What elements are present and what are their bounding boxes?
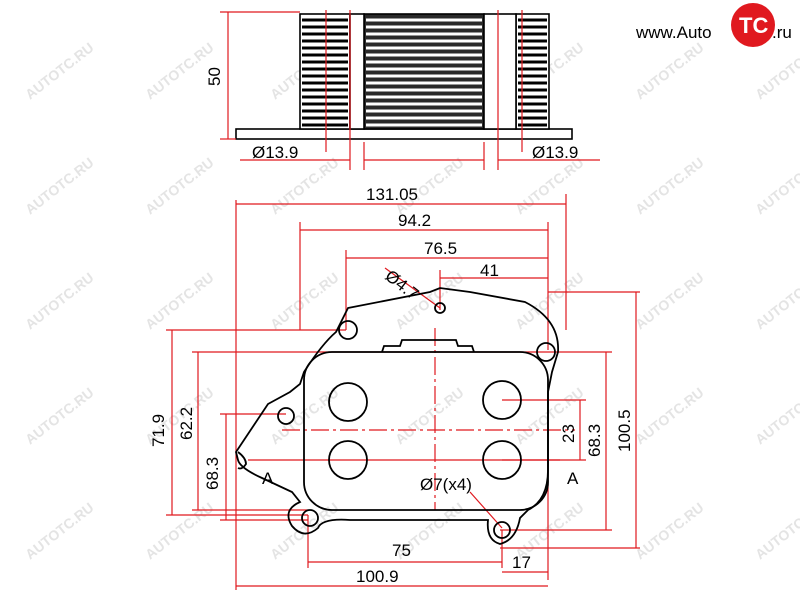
section-label-right: A — [567, 469, 579, 488]
fin-gap-left — [349, 13, 365, 130]
dim-height: 50 — [205, 67, 224, 86]
top-view-dimensions — [166, 194, 640, 590]
dim-bolt-holes: Ø7(x4) — [420, 475, 472, 494]
site-logo: www.Auto TC .ru — [635, 3, 792, 47]
watermark: AUTOTC.RU — [632, 39, 707, 102]
dim-port-left: Ø13.9 — [252, 143, 298, 162]
logo-badge-icon — [731, 3, 775, 47]
port-opening-icon — [482, 380, 522, 420]
watermark: AUTOTC.RU — [752, 499, 800, 562]
watermark: AUTOTC.RU — [142, 269, 217, 332]
watermark: AUTOTC.RU — [752, 269, 800, 332]
watermark: AUTOTC.RU — [632, 269, 707, 332]
dim-left-71: 71.9 — [149, 414, 168, 447]
logo-prefix: www.Auto — [635, 23, 712, 42]
dim-right-100: 100.5 — [615, 409, 634, 452]
port-opening-icon — [328, 382, 368, 422]
dim-width-94: 94.2 — [398, 211, 431, 230]
dim-left-62: 62.2 — [177, 407, 196, 440]
logo-badge: TC — [739, 13, 768, 38]
cooler-top-view — [235, 287, 559, 545]
logo-suffix: .ru — [772, 23, 792, 42]
watermark: AUTOTC.RU — [392, 384, 467, 447]
dim-right-68: 68.3 — [585, 424, 604, 457]
dim-width-76: 76.5 — [424, 239, 457, 258]
body-outline — [303, 351, 549, 511]
dim-bottom-17: 17 — [512, 553, 531, 572]
watermark: AUTOTC.RU — [752, 154, 800, 217]
section-label-left: A — [262, 469, 274, 488]
watermark: AUTOTC.RU — [752, 384, 800, 447]
watermark: AUTOTC.RU — [512, 154, 587, 217]
watermark: AUTOTC.RU — [267, 269, 342, 332]
mount-hole-icon — [338, 320, 358, 340]
watermark: AUTOTC.RU — [22, 154, 97, 217]
top-notch — [381, 339, 475, 353]
watermark: AUTOTC.RU — [752, 39, 800, 102]
watermark: AUTOTC.RU — [22, 384, 97, 447]
watermark: AUTOTC.RU — [267, 154, 342, 217]
dim-left-68: 68.3 — [203, 457, 222, 490]
fins — [302, 18, 547, 127]
watermark: AUTOTC.RU — [632, 499, 707, 562]
port-opening-icon — [482, 440, 522, 480]
fin-gap-right — [483, 13, 517, 130]
watermark: AUTOTC.RU — [267, 499, 342, 562]
watermark: AUTOTC.RU — [142, 499, 217, 562]
side-view-dimensions — [220, 10, 600, 170]
dim-overall-width: 131.05 — [366, 185, 418, 204]
left-notch — [237, 451, 247, 470]
watermark: AUTOTC.RU — [22, 269, 97, 332]
mount-hole-icon — [493, 521, 511, 539]
port-opening-icon — [328, 440, 368, 480]
watermark: AUTOTC.RU — [632, 384, 707, 447]
watermark: AUTOTC.RU — [22, 499, 97, 562]
dim-port-right: Ø13.9 — [532, 143, 578, 162]
mount-hole-icon — [277, 407, 295, 425]
mount-hole-icon — [536, 342, 556, 362]
dim-bottom-100: 100.9 — [356, 567, 399, 586]
mount-hole-icon — [301, 509, 319, 527]
watermark: AUTOTC.RU — [22, 39, 97, 102]
watermark: AUTOTC.RU — [632, 154, 707, 217]
small-hole-icon — [434, 302, 446, 314]
dim-bottom-75: 75 — [392, 541, 411, 560]
dim-width-41: 41 — [480, 261, 499, 280]
watermark: AUTOTC.RU — [142, 154, 217, 217]
dim-right-23: 23 — [559, 424, 578, 443]
